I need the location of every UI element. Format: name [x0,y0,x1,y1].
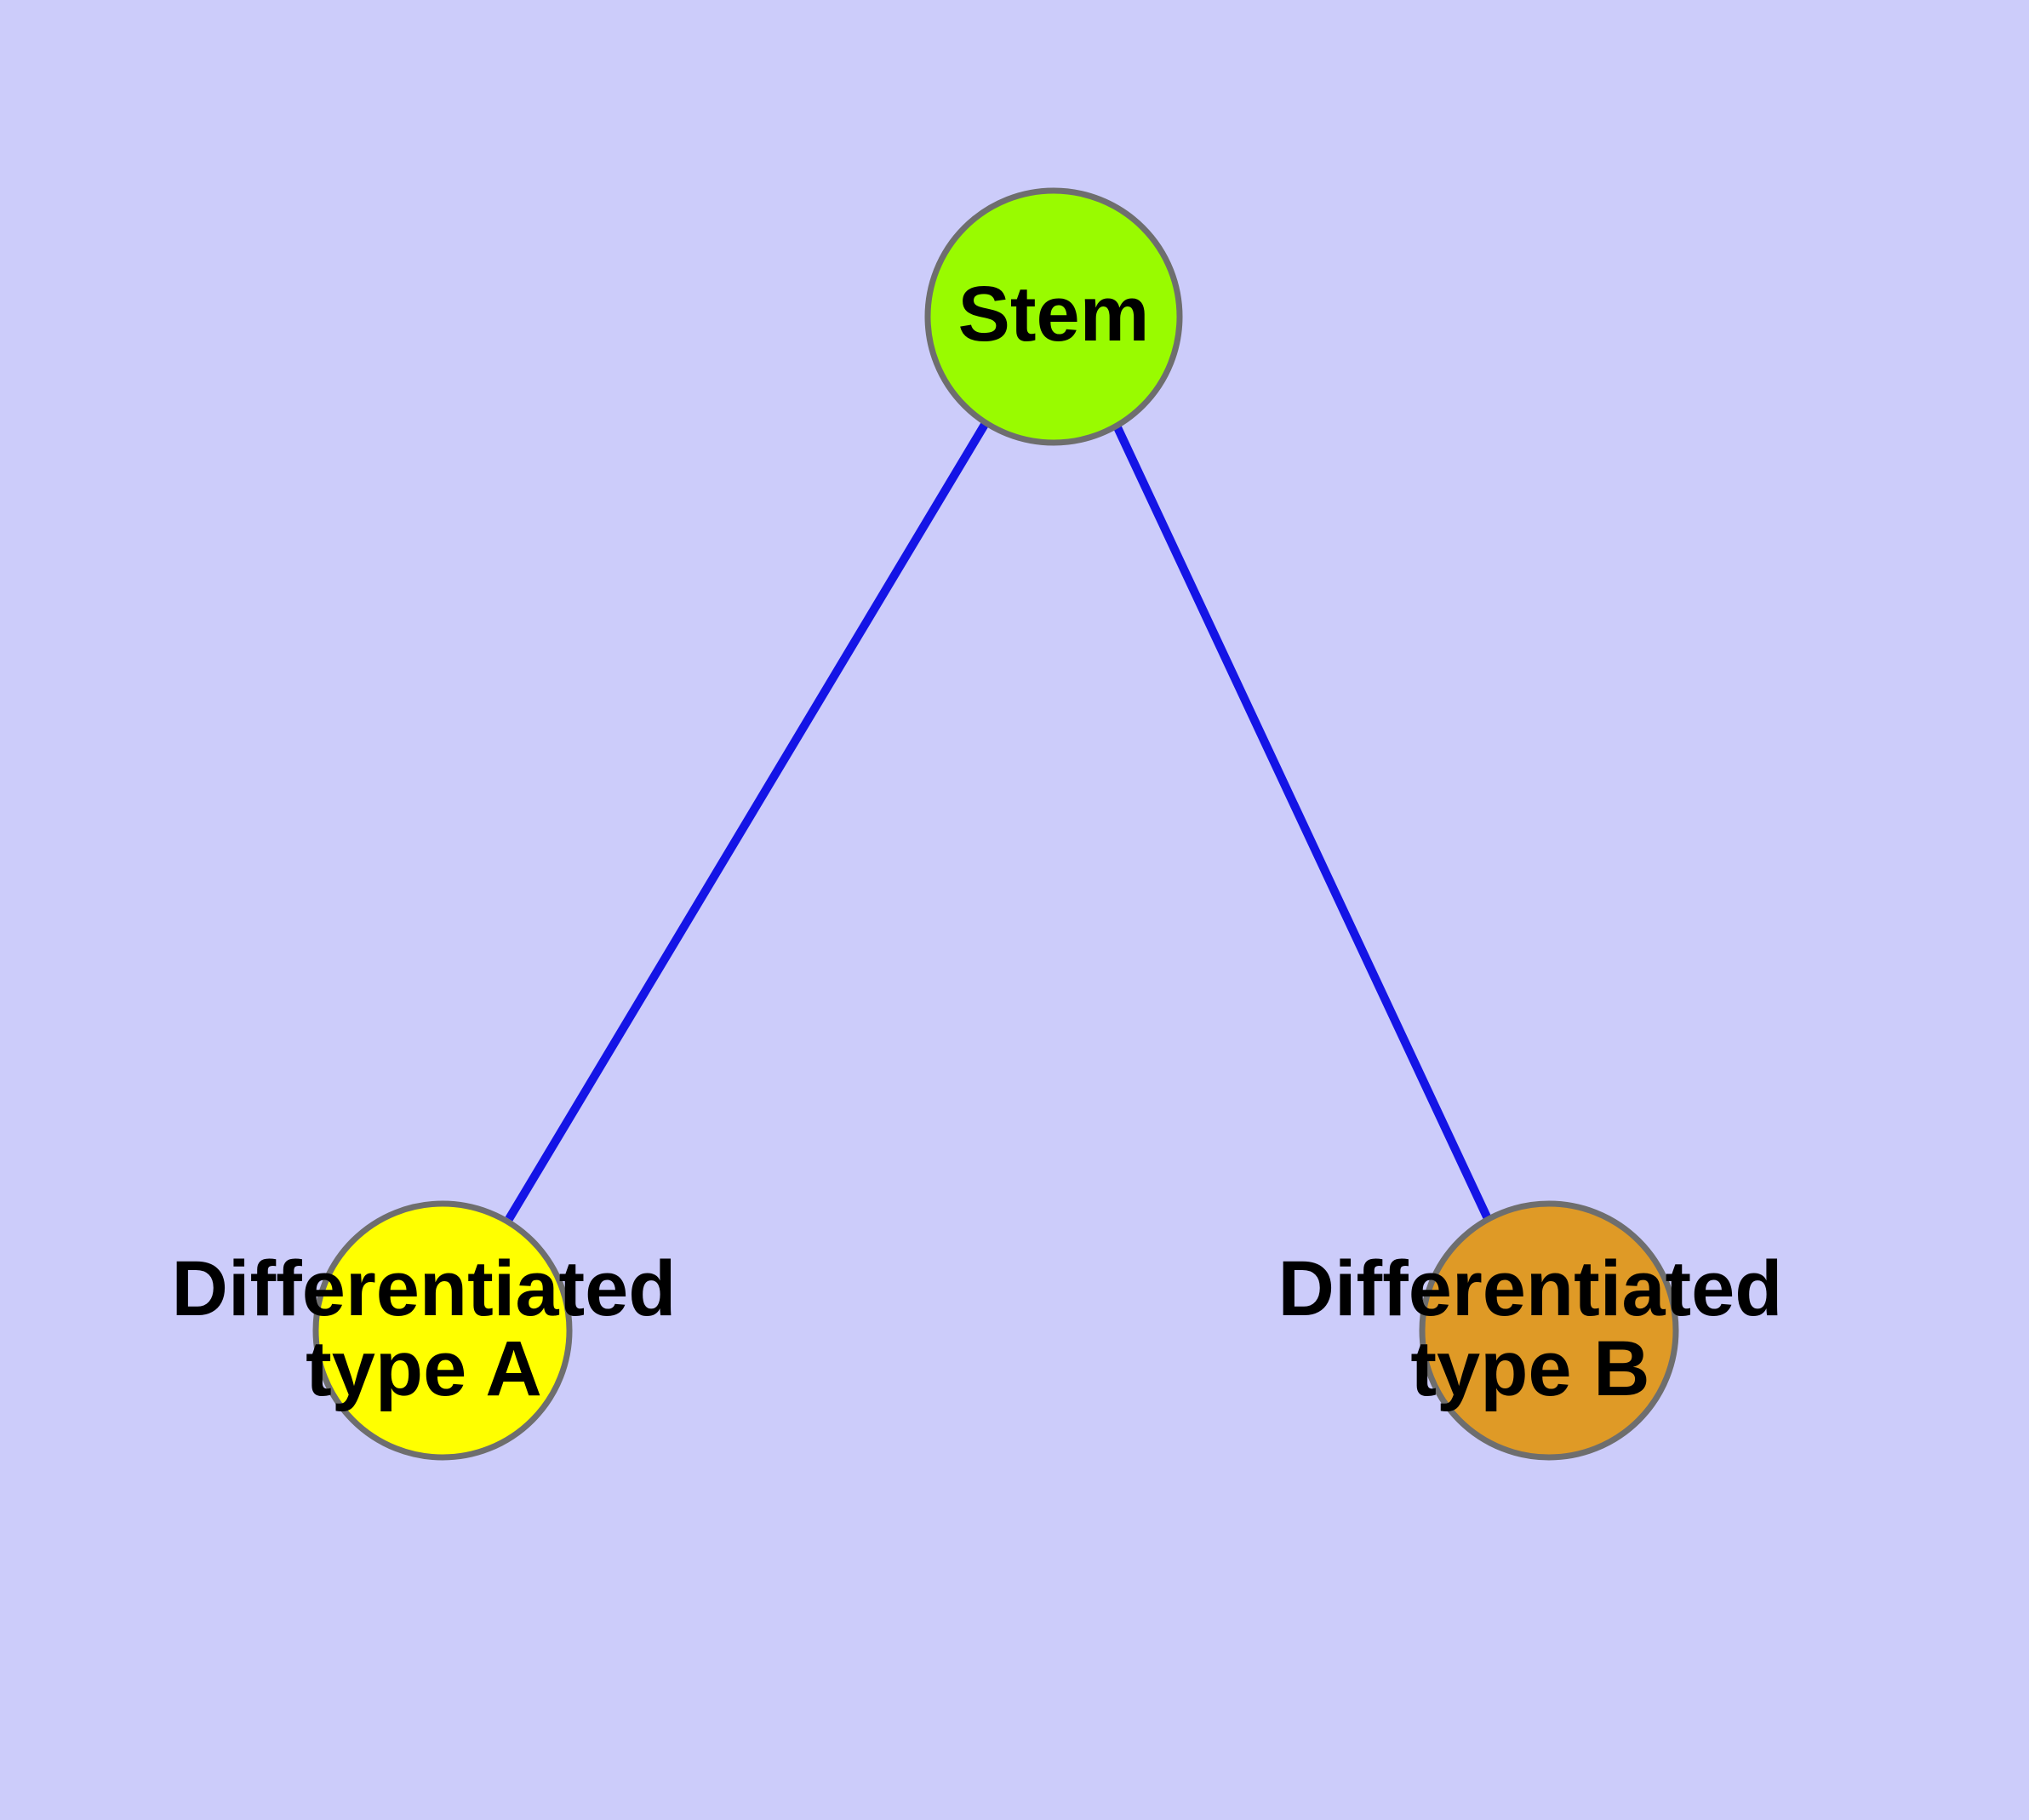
node-stem-circle[interactable] [924,187,1183,446]
label-line: Differentiated [1278,1245,1783,1332]
node-stem[interactable] [924,187,1183,446]
label-line: type A [306,1325,542,1412]
edge-stem-to-differentiated-type-b[interactable] [1112,423,1495,1227]
edge-stem-to-differentiated-type-a[interactable] [505,421,990,1222]
node-stem-label: Stem [958,271,1150,358]
node-differentiated-type-a-circle[interactable] [312,1200,573,1461]
node-differentiated-type-b[interactable] [1419,1200,1679,1461]
label-line: type B [1410,1325,1649,1412]
node-differentiated-type-b-circle[interactable] [1419,1200,1679,1461]
label-line: Differentiated [172,1245,677,1332]
edge-layer [505,421,1495,1227]
node-layer [312,187,1679,1461]
label-line: Stem [958,271,1150,358]
node-differentiated-type-a[interactable] [312,1200,573,1461]
